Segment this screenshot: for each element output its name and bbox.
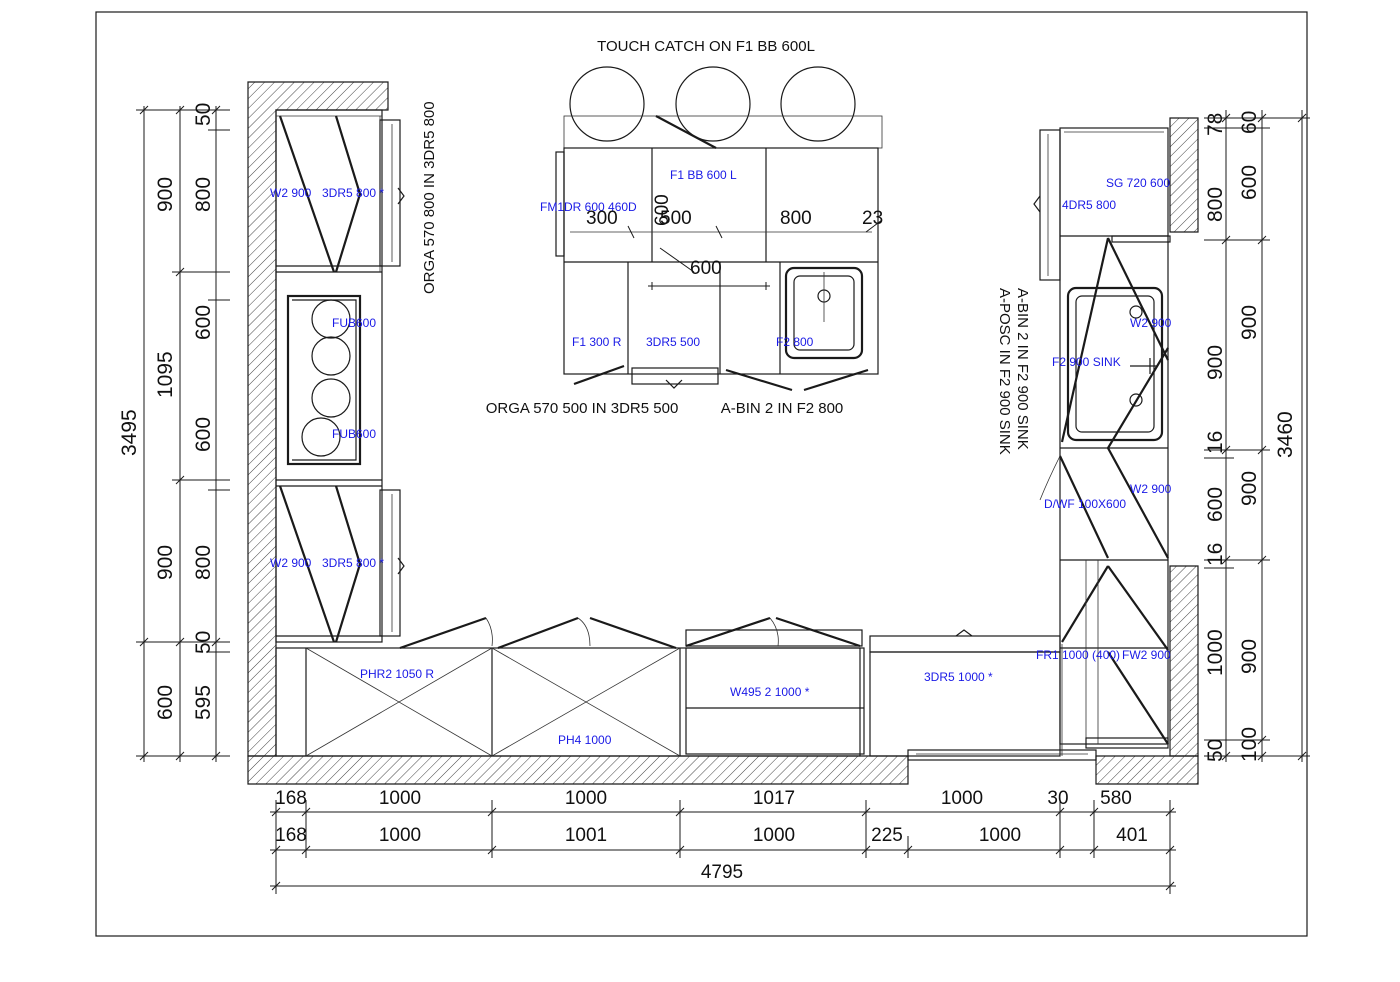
dim-left-1095: 1095 [154,351,177,398]
dim-right-78: 78 [1204,113,1227,136]
label-left-3dr5-bottom: 3DR5 800 * [322,556,384,570]
dim-right-1000: 1000 [1204,629,1227,676]
dim-bot2-1000b: 1000 [753,825,795,846]
label-right-w2-mid: W2 900 [1130,482,1172,496]
label-right-4dr5: 4DR5 800 [1062,198,1116,212]
right-run [1033,127,1171,756]
dim-left-900a: 900 [154,177,177,212]
dim-bot1-1000b: 1000 [565,788,607,809]
dim-bot2-1001: 1001 [565,825,607,846]
dim-island-600v: 600 [652,194,673,226]
dim-island-300: 300 [586,208,618,229]
wall-bottom [247,755,909,785]
dim-bot2-225: 225 [871,825,903,846]
label-left-fub-top: FUB600 [332,316,376,330]
dim-bot1-168: 168 [275,788,307,809]
label-left-fub-bottom: FUB600 [332,427,376,441]
note-orga-island: ORGA 570 500 IN 3DR5 500 [486,400,679,417]
dim-right-16a: 16 [1204,431,1227,454]
label-bottom-w495: W495 2 1000 * [730,685,810,699]
dim-left-600a: 600 [192,305,215,340]
wall-bottom-right [1095,755,1199,785]
note-aposc-right: A-POSC IN F2 900 SINK [996,288,1013,455]
label-island-fm1dr: FM1DR 600 460D [540,200,637,214]
label-right-f2-sink: F2 900 SINK [1052,355,1121,369]
dim-left-595: 595 [192,685,215,720]
dim-bot1-580: 580 [1100,788,1132,809]
label-right-dwf: D/WF 100X600 [1044,497,1126,511]
left-run [275,109,405,643]
dim-right-800: 800 [1204,187,1227,222]
dim-left-800a: 800 [192,177,215,212]
note-abin-island: A-BIN 2 IN F2 800 [721,400,844,417]
dim-bot2-168: 168 [275,825,307,846]
dim-right-100: 100 [1238,727,1261,762]
label-island-f2-800: F2 800 [776,335,814,349]
dim-bot1-1000c: 1000 [941,788,983,809]
dim-right-600b: 600 [1204,487,1227,522]
note-abin-right: A-BIN 2 IN F2 900 SINK [1014,288,1031,450]
dim-island-500: 500 [660,208,692,229]
label-island-f1-300: F1 300 R [572,335,622,349]
label-island-f1bb: F1 BB 600 L [670,168,737,182]
dim-right-60: 60 [1238,111,1261,134]
note-touch-catch: TOUCH CATCH ON F1 BB 600L [597,38,815,55]
dim-left-600c: 600 [154,685,177,720]
dim-left-50a: 50 [192,103,215,126]
dim-right-16b: 16 [1204,543,1227,566]
dim-right-600a: 600 [1238,165,1261,200]
dim-right-900c: 900 [1238,471,1261,506]
dim-right-900b: 900 [1238,305,1261,340]
dim-left-900b: 900 [154,545,177,580]
label-left-w2-bottom: W2 900 [270,556,312,570]
drawing-frame [95,11,1308,937]
dim-right-50: 50 [1204,739,1227,762]
label-left-3dr5-top: 3DR5 800 * [322,186,384,200]
note-orga-left: ORGA 570 800 IN 3DR5 800 [421,101,438,294]
dim-bot2-401: 401 [1116,825,1148,846]
wall-right-lower [1169,565,1199,757]
label-right-sg: SG 720 600 [1106,176,1170,190]
dim-bot2-1000c: 1000 [979,825,1021,846]
bottom-dim-lines [270,800,1176,894]
label-right-fw2: FW2 900 [1122,648,1171,662]
label-right-fr1: FR1 1000 (400) [1036,648,1120,662]
island [555,66,883,392]
bottom-run [275,616,1097,761]
label-bottom-ph4: PH4 1000 [558,733,612,747]
dim-right-900a: 900 [1204,345,1227,380]
dim-bot2-1000a: 1000 [379,825,421,846]
dim-left-800b: 800 [192,545,215,580]
label-right-w2-top: W2 900 [1130,316,1172,330]
dim-island-600: 600 [690,258,722,279]
label-left-w2-top: W2 900 [270,186,312,200]
left-dim-lines [136,105,230,762]
dim-bot3-4795: 4795 [701,862,743,883]
dim-left-50b: 50 [192,631,215,654]
right-dim-lines [1204,110,1310,762]
wall-right-upper [1169,117,1199,233]
dim-island-800: 800 [780,208,812,229]
dim-left-600b: 600 [192,417,215,452]
dim-right-900d: 900 [1238,639,1261,674]
dim-bot1-30: 30 [1047,788,1068,809]
dim-bot1-1017: 1017 [753,788,795,809]
dim-island-23: 23 [862,208,883,229]
label-island-3dr5-500: 3DR5 500 [646,335,700,349]
label-bottom-3dr5-1000: 3DR5 1000 * [924,670,993,684]
dim-bot1-1000a: 1000 [379,788,421,809]
dim-right-total: 3460 [1274,411,1297,458]
dim-left-total: 3495 [118,409,141,456]
label-bottom-phr2: PHR2 1050 R [360,667,434,681]
